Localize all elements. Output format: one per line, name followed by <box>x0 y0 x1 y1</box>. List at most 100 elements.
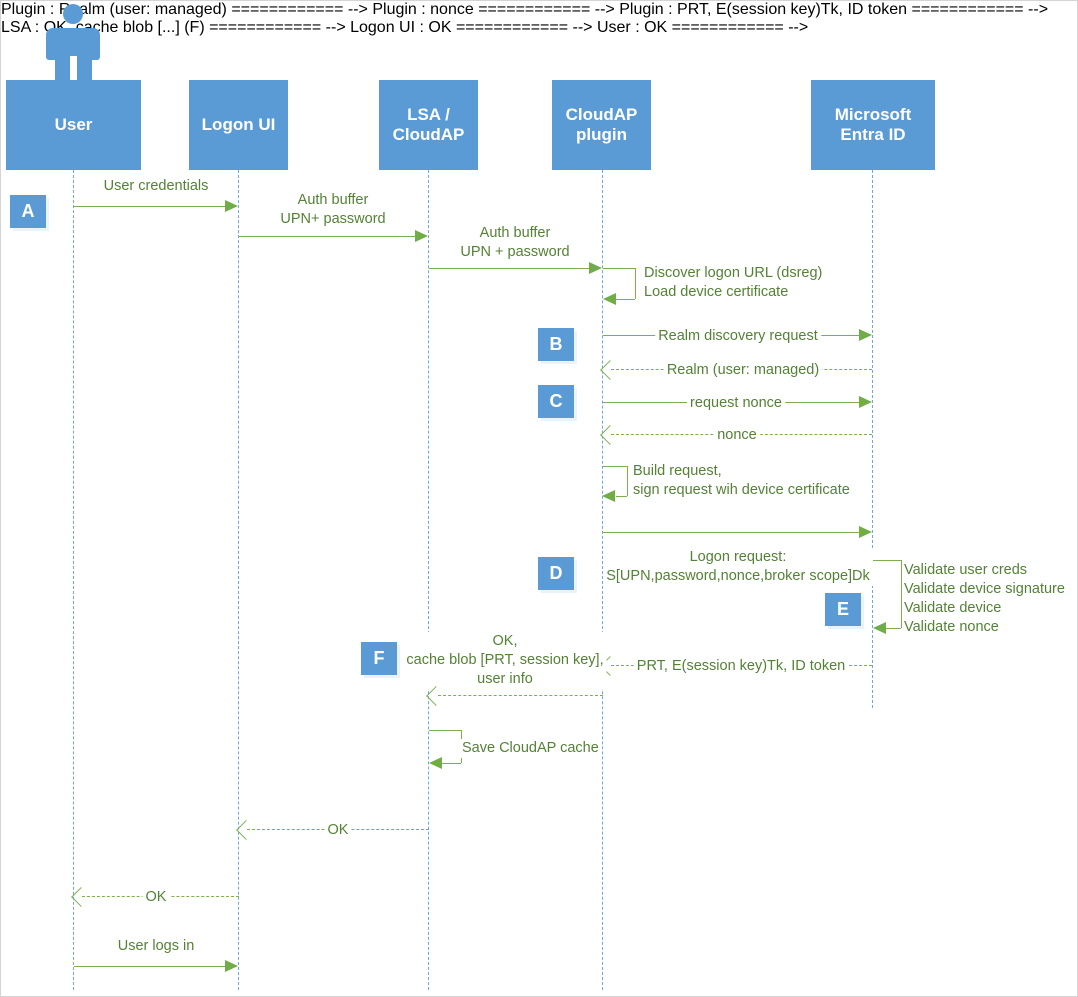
message-label-build-request-line2: sign request wih device certificate <box>633 482 850 499</box>
message-label-realm-user-managed: Realm (user: managed) <box>663 361 823 381</box>
message-label-ok-to-user: OK <box>142 888 170 908</box>
message-label-user-logs-in: User logs in <box>114 937 198 957</box>
step-badge-b-label: B <box>549 334 563 354</box>
arrowhead-discover-logon-url <box>603 292 616 305</box>
message-arrow-auth-buffer-2 <box>429 268 590 269</box>
step-badge-d-label: D <box>549 563 563 583</box>
actor-label-plugin-line2: plugin <box>576 125 627 144</box>
actor-box-cloudap-plugin[interactable]: CloudAP plugin <box>552 80 651 170</box>
message-arrow-user-logs-in <box>74 966 226 967</box>
step-badge-a[interactable]: A <box>10 195 46 228</box>
message-label-build-request: Build request, sign request wih device c… <box>630 462 853 501</box>
person-right-leg-icon <box>77 56 92 84</box>
selfloop-validate-side <box>901 560 902 628</box>
actor-label-entra-line2: Entra ID <box>840 125 906 144</box>
message-label-ok-cache-blob-line1: OK, <box>492 633 518 649</box>
message-label-auth-buffer-2-line1: Auth buffer <box>479 225 551 241</box>
message-label-discover-logon-url: Discover logon URL (dsreg) Load device c… <box>641 264 826 303</box>
actor-label-logon-ui: Logon UI <box>201 115 276 135</box>
step-badge-c[interactable]: C <box>538 385 574 418</box>
message-label-logon-request-line2: S[UPN,password,nonce,broker scope]Dk <box>606 568 870 585</box>
message-arrow-auth-buffer-1 <box>239 236 416 237</box>
person-left-leg-icon <box>55 56 70 84</box>
arrowhead-ok-to-user <box>71 886 91 907</box>
message-label-validate-list: Validate user creds Validate device sign… <box>901 561 1068 638</box>
selfloop-discover-side <box>635 268 636 299</box>
arrowhead-build-request <box>602 489 615 502</box>
lifeline-lsa <box>428 170 429 990</box>
message-label-discover-line1: Discover logon URL (dsreg) <box>644 265 823 281</box>
selfloop-build-request-bottom <box>616 496 627 497</box>
message-label-auth-buffer-1: Auth buffer UPN+ password <box>277 191 389 230</box>
arrowhead-auth-buffer-1 <box>415 229 428 242</box>
message-label-ok-cache-blob-line2: cache blob [PRT, session key], <box>406 652 604 669</box>
message-label-auth-buffer-1-line1: Auth buffer <box>297 192 369 208</box>
step-badge-e-label: E <box>836 599 849 619</box>
lifeline-entra <box>872 170 873 708</box>
step-badge-a-label: A <box>21 201 35 221</box>
arrowhead-realm-user-managed <box>600 359 620 380</box>
actor-box-logon-ui[interactable]: Logon UI <box>189 80 288 170</box>
actor-label-plugin-line1: CloudAP <box>565 105 638 125</box>
selfloop-save-cache-top <box>429 730 461 731</box>
actor-label-lsa-line2: CloudAP <box>392 125 465 144</box>
message-label-auth-buffer-2-line2: UPN + password <box>460 244 570 261</box>
step-badge-f-label: F <box>373 648 385 668</box>
lifeline-user <box>73 170 74 990</box>
step-badge-f[interactable]: F <box>361 642 397 675</box>
arrowhead-user-logs-in <box>225 959 238 972</box>
selfloop-build-request-side <box>627 466 628 496</box>
message-label-build-request-line1: Build request, <box>633 463 722 479</box>
arrowhead-validate-nonce <box>873 621 886 634</box>
message-label-discover-line2: Load device certificate <box>644 284 789 301</box>
message-label-validate-device-signature: Validate device signature <box>904 581 1065 598</box>
actor-label-lsa-line1: LSA / <box>407 105 450 125</box>
selfloop-discover-top <box>603 268 635 269</box>
arrowhead-save-cloudap-cache <box>429 756 442 769</box>
arrowhead-request-nonce <box>859 395 872 408</box>
selfloop-build-request-top <box>603 466 627 467</box>
person-body-icon <box>46 28 100 60</box>
message-label-auth-buffer-2: Auth buffer UPN + password <box>457 224 573 263</box>
step-badge-e[interactable]: E <box>825 593 861 626</box>
arrowhead-auth-buffer-2 <box>589 261 602 274</box>
message-label-nonce: nonce <box>714 426 760 446</box>
message-label-logon-request-line1: Logon request: <box>689 549 787 565</box>
message-label-auth-buffer-1-line2: UPN+ password <box>280 211 386 228</box>
message-label-ok-to-logon-ui: OK <box>324 821 352 841</box>
message-label-ok-cache-blob-line3: user info <box>477 671 533 688</box>
actor-box-lsa-cloudap[interactable]: LSA / CloudAP <box>379 80 478 170</box>
step-badge-c-label: C <box>549 391 563 411</box>
arrowhead-nonce <box>600 424 620 445</box>
actor-box-user[interactable]: User <box>6 80 141 170</box>
message-arrow-user-credentials <box>74 206 226 207</box>
message-label-validate-user-creds: Validate user creds <box>904 562 1028 578</box>
step-badge-b[interactable]: B <box>538 328 574 361</box>
arrowhead-logon-request <box>859 525 872 538</box>
person-head-icon <box>63 4 83 24</box>
selfloop-discover-bottom <box>616 299 635 300</box>
message-label-save-cloudap-cache: Save CloudAP cache <box>459 739 602 759</box>
lifeline-plugin <box>602 170 603 990</box>
arrowhead-user-credentials <box>225 199 238 212</box>
message-label-realm-discovery-request: Realm discovery request <box>655 327 821 347</box>
message-label-validate-nonce: Validate nonce <box>904 619 999 636</box>
message-label-prt-token: PRT, E(session key)Tk, ID token <box>633 657 849 677</box>
selfloop-save-cache-bottom <box>442 763 461 764</box>
selfloop-validate-top <box>873 560 901 561</box>
step-badge-d[interactable]: D <box>538 557 574 590</box>
message-label-logon-request: Logon request: S[UPN,password,nonce,brok… <box>603 548 873 587</box>
actor-label-entra-line1: Microsoft <box>834 105 912 125</box>
message-arrow-logon-request <box>603 532 860 533</box>
actor-box-microsoft-entra-id[interactable]: Microsoft Entra ID <box>811 80 935 170</box>
message-label-request-nonce: request nonce <box>687 394 785 414</box>
message-label-validate-device: Validate device <box>904 600 1002 617</box>
selfloop-validate-bottom <box>886 628 901 629</box>
arrowhead-ok-to-logon-ui <box>236 819 256 840</box>
message-arrow-ok-cache-blob <box>438 695 603 696</box>
arrowhead-realm-discovery-request <box>859 328 872 341</box>
message-label-ok-cache-blob: OK, cache blob [PRT, session key], user … <box>403 632 607 690</box>
person-icon <box>46 4 100 84</box>
message-label-user-credentials: User credentials <box>100 177 212 197</box>
